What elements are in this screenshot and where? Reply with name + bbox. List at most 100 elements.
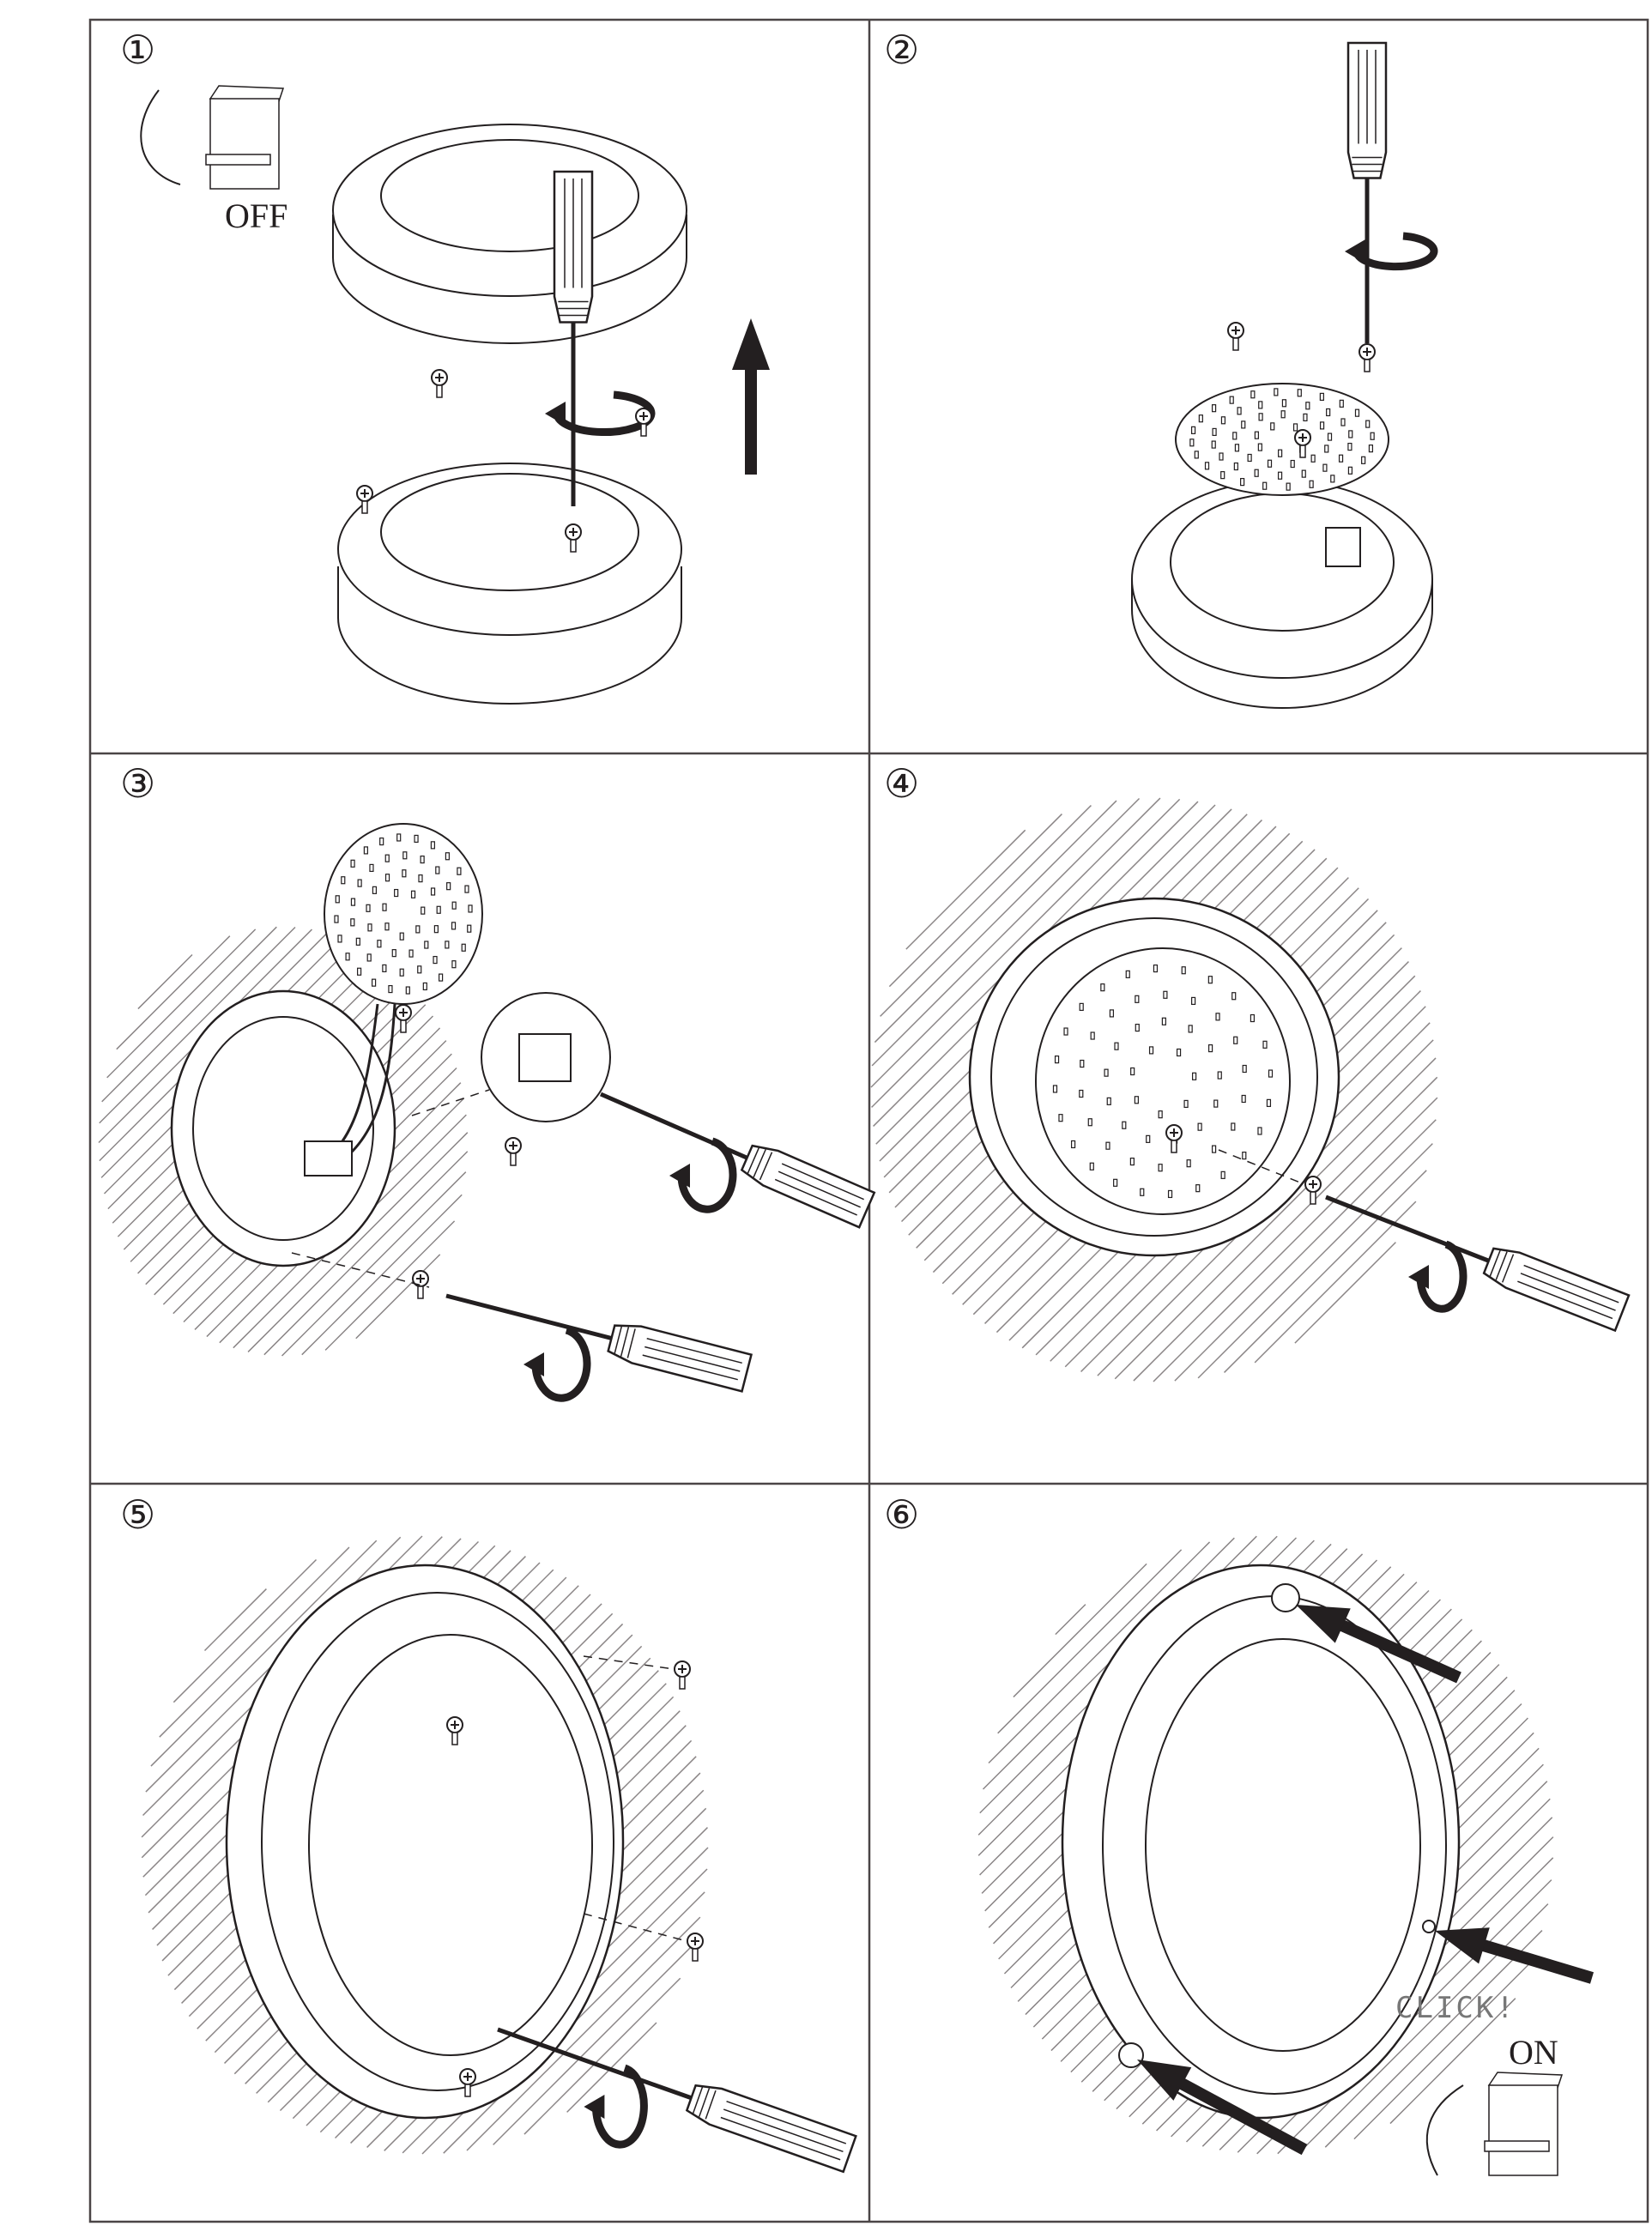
led-chip [1186,1159,1191,1168]
led-chip [1089,1162,1094,1170]
mounting-base-rim [337,463,682,636]
led-chip [1250,1013,1256,1023]
led-chip [1348,430,1353,439]
handle-ring [705,2090,717,2120]
rotate-arrow-head [545,402,566,426]
handle-groove [644,1346,741,1372]
led-chip [1258,401,1263,409]
led-chip [1197,1122,1202,1131]
led-chip [1054,1056,1060,1064]
handle-ring [692,2085,704,2115]
led-chip [350,898,356,906]
breaker-body [209,98,280,190]
hatch-line [150,1539,378,1767]
led-chip [1220,416,1226,425]
led-chip [1274,388,1279,396]
hatch-line [116,935,231,1050]
panel-grid [88,18,1649,2223]
led-chip [405,986,410,995]
led-chip [369,863,374,873]
hatch-line [1013,1563,1147,1698]
led-chip [1183,1099,1189,1109]
hatch-line [1224,1170,1427,1373]
screw-rotate-arrow-icon [669,1137,737,1213]
led-chip [1219,452,1224,461]
led-chip [1309,480,1314,488]
mounting-base-rim [1131,480,1433,679]
led-chip [396,833,402,842]
arrow-head [732,318,770,370]
handle-groove [720,2116,841,2161]
step-6-illustration [977,1535,1595,2176]
rotate-arrow-path [531,1326,591,1402]
led-chip [1278,449,1283,457]
hatch-line [203,1588,267,1652]
led-chip [1361,456,1366,464]
led-board [324,823,483,1005]
hatch-line [871,797,1141,1067]
led-chip [391,949,396,958]
handle-groove [774,1178,857,1216]
led-chip [1258,413,1263,421]
breaker-switch-off-icon [205,85,285,190]
screw-rotate-arrow-icon [584,2064,648,2149]
hatch-line [1174,1119,1437,1382]
screw-icon [1294,429,1311,458]
led-chip [433,955,438,965]
led-chip [1267,459,1273,468]
led-chip [350,859,355,868]
screwdriver-icon [1346,41,1388,343]
screw-thread [400,1019,407,1033]
led-chip [1070,1140,1076,1149]
led-chip [1063,1027,1068,1036]
led-chip [1167,1189,1173,1199]
led-chip [1270,422,1275,431]
screw-rotate-arrow-icon [523,1326,591,1402]
hatch-line [1153,1097,1438,1382]
led-chip [410,890,416,898]
mounting-base-ring [170,989,396,1267]
led-chip [467,924,472,933]
led-chip [1114,1042,1119,1050]
led-chip [1079,1002,1084,1011]
led-chip [1106,1097,1111,1105]
screwdriver-icon [445,1293,753,1393]
hatch-line [566,2022,657,2113]
hatch-line [1197,1143,1433,1379]
handle-ring [1501,1254,1515,1283]
led-chip [1207,1043,1213,1053]
led-chip [1281,399,1287,408]
hatch-line [905,829,1026,950]
press-arrow-icon [1296,1605,1461,1684]
led-chip [1163,990,1168,999]
handle-groove [646,1338,742,1364]
led-chip [1211,440,1216,449]
screw-icon [687,1933,704,1962]
led-chip [424,941,429,949]
led-chip [430,887,436,896]
led-chip [1130,1067,1135,1076]
step-2-number: ② [884,27,920,73]
rotate-arrow-head [1408,1265,1429,1289]
leader-line [583,1913,687,1942]
lamp-cover-inner [380,139,639,252]
led-chip [418,874,423,883]
led-chip [1303,413,1308,421]
led-chip [1339,399,1344,408]
led-chip [363,846,368,855]
led-chip [1052,1085,1058,1093]
led-chip [1087,1118,1092,1127]
led-chip [1326,408,1331,417]
screw-thread [1232,337,1239,351]
screw-thread [1299,445,1306,458]
lift-up-arrow-icon [732,318,770,475]
mounting-base-inner [192,1016,374,1241]
led-chip [1297,389,1302,397]
led-chip [420,855,425,864]
hatch-line [355,1254,441,1340]
led-chip [1257,443,1262,451]
led-chip [388,984,393,994]
mounting-base-rim [990,917,1318,1237]
rotate-arrow-path [677,1137,737,1213]
led-chip [421,906,426,915]
